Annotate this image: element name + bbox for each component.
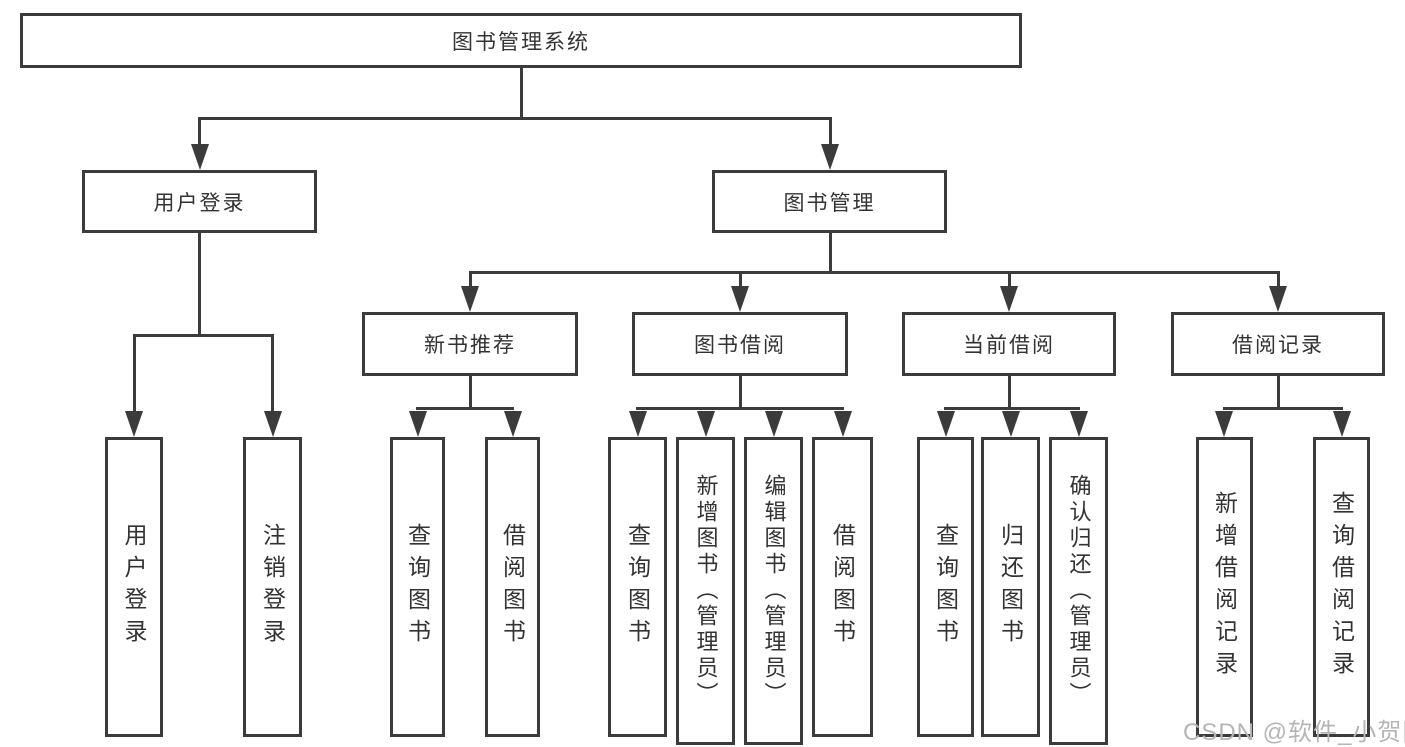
connector-arrow-line bbox=[132, 335, 136, 419]
leaf-query-books-current: 查询图书 bbox=[917, 437, 974, 737]
arrowhead-down-icon bbox=[503, 411, 522, 437]
arrowhead-down-icon bbox=[1269, 286, 1287, 312]
connector-level2-hline bbox=[198, 117, 832, 120]
connector-arrow-line bbox=[828, 118, 832, 150]
connector-arrow-line bbox=[271, 335, 274, 419]
connector-arrow-line bbox=[198, 118, 201, 150]
leaf-borrow-books-recommend: 借阅图书 bbox=[485, 437, 540, 737]
arrowhead-down-icon bbox=[190, 144, 209, 170]
arrowhead-down-icon bbox=[1332, 411, 1351, 437]
node-new-book-recommend: 新书推荐 bbox=[362, 312, 578, 376]
node-book-borrowing: 图书借阅 bbox=[632, 312, 848, 376]
connector-recommend-stub bbox=[468, 376, 472, 410]
leaf-confirm-return-admin: 确认归还（管理员） bbox=[1049, 437, 1108, 745]
connector-records-hline bbox=[1222, 407, 1343, 410]
node-borrow-records: 借阅记录 bbox=[1171, 312, 1385, 376]
arrowhead-down-icon bbox=[1215, 411, 1233, 437]
connector-arrow-line bbox=[1276, 272, 1280, 294]
connector-arrow-line bbox=[738, 272, 742, 294]
leaf-logout-login: 注销登录 bbox=[243, 437, 302, 737]
connector-root-stub bbox=[520, 67, 523, 119]
connector-current-hline bbox=[944, 407, 1080, 410]
connector-borrowing-hline bbox=[636, 407, 844, 410]
node-current-borrowing: 当前借阅 bbox=[902, 312, 1116, 376]
connector-user-login-stub bbox=[198, 233, 201, 337]
arrowhead-down-icon bbox=[936, 411, 955, 437]
connector-user-login-hline bbox=[132, 334, 274, 337]
node-book-management: 图书管理 bbox=[712, 170, 947, 233]
arrowhead-down-icon bbox=[821, 144, 839, 170]
leaf-query-books-recommend: 查询图书 bbox=[390, 437, 445, 737]
connector-recommend-hline bbox=[416, 407, 514, 410]
connector-arrow-line bbox=[468, 272, 472, 294]
arrowhead-down-icon bbox=[1000, 286, 1018, 312]
arrowhead-down-icon bbox=[263, 411, 282, 437]
arrowhead-down-icon bbox=[1069, 411, 1088, 437]
leaf-edit-book-admin: 编辑图书（管理员） bbox=[744, 437, 803, 745]
arrowhead-down-icon bbox=[731, 286, 749, 312]
connector-borrowing-stub bbox=[738, 376, 742, 410]
arrowhead-down-icon bbox=[1001, 411, 1020, 437]
connector-records-stub bbox=[1276, 376, 1280, 410]
arrowhead-down-icon bbox=[461, 286, 479, 312]
arrowhead-down-icon bbox=[764, 411, 783, 437]
leaf-return-books: 归还图书 bbox=[981, 437, 1040, 737]
connector-arrow-line bbox=[1007, 272, 1011, 294]
connector-level3-hline bbox=[468, 271, 1280, 274]
arrowhead-down-icon bbox=[696, 411, 715, 437]
leaf-add-borrow-record: 新增借阅记录 bbox=[1196, 437, 1253, 737]
node-user-login: 用户登录 bbox=[82, 170, 317, 233]
arrowhead-down-icon bbox=[125, 411, 143, 437]
leaf-query-books-borrowing: 查询图书 bbox=[608, 437, 667, 737]
arrowhead-down-icon bbox=[628, 411, 647, 437]
connector-book-mgmt-stub bbox=[828, 233, 832, 274]
leaf-user-login: 用户登录 bbox=[105, 437, 163, 737]
csdn-watermark: CSDN @软件_小贺同学 bbox=[1183, 719, 1405, 746]
connector-current-stub bbox=[1007, 376, 1011, 410]
leaf-add-book-admin: 新增图书（管理员） bbox=[676, 437, 735, 745]
arrowhead-down-icon bbox=[408, 411, 427, 437]
leaf-borrow-books-borrowing: 借阅图书 bbox=[812, 437, 873, 737]
arrowhead-down-icon bbox=[833, 411, 852, 437]
node-root-library-system: 图书管理系统 bbox=[20, 13, 1022, 68]
leaf-query-borrow-record: 查询借阅记录 bbox=[1313, 437, 1370, 737]
